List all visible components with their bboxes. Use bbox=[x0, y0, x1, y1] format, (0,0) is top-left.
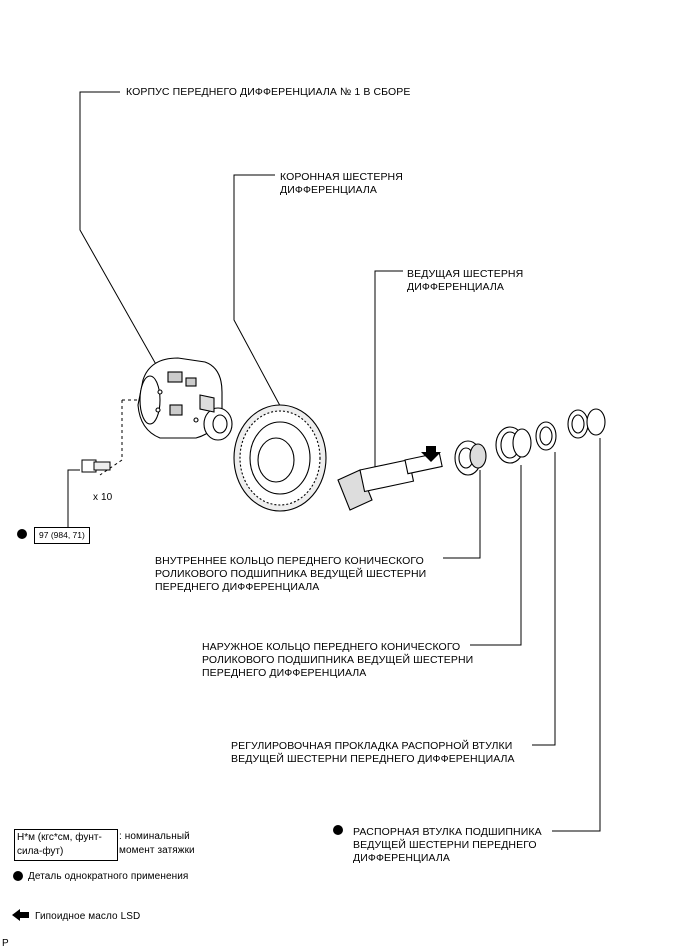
label-drive-pinion: ВЕДУЩАЯ ШЕСТЕРНЯ ДИФФЕРЕНЦИАЛА bbox=[407, 268, 524, 293]
ring-gear-drawing bbox=[233, 404, 327, 512]
label-inner-race: ВНУТРЕННЕЕ КОЛЬЦО ПЕРЕДНЕГО КОНИЧЕСКОГО … bbox=[155, 555, 427, 593]
legend-lsd-oil-label: Гипоидное масло LSD bbox=[35, 911, 141, 922]
spacer-drawing bbox=[567, 408, 606, 439]
label-front-differential-case: КОРПУС ПЕРЕДНЕГО ДИФФЕРЕНЦИАЛА № 1 В СБО… bbox=[126, 86, 411, 98]
label-shim: РЕГУЛИРОВОЧНАЯ ПРОКЛАДКА РАСПОРНОЙ ВТУЛК… bbox=[231, 740, 515, 765]
label-ring-gear: КОРОННАЯ ШЕСТЕРНЯ ДИФФЕРЕНЦИАЛА bbox=[280, 171, 403, 196]
legend-torque-units: Н*м (кгс*см, фунт- сила-фут) bbox=[14, 829, 118, 861]
oil-apply-arrow-icon bbox=[421, 446, 441, 462]
leader-bolt bbox=[67, 469, 80, 527]
non-reusable-dot-icon bbox=[333, 825, 343, 835]
leader-ring-gear bbox=[233, 174, 286, 416]
non-reusable-bolt-dot-icon bbox=[17, 529, 27, 539]
shim-drawing bbox=[535, 421, 557, 451]
corner-mark: P bbox=[2, 938, 9, 949]
leader-outer-race bbox=[470, 465, 522, 646]
torque-value-box: 97 (984, 71) bbox=[34, 527, 90, 544]
leader-inner-race bbox=[443, 470, 481, 559]
bolt-quantity: x 10 bbox=[93, 492, 113, 503]
legend-non-reusable-label: Деталь однократного применения bbox=[28, 871, 189, 882]
leader-drive-pinion bbox=[374, 270, 403, 470]
label-outer-race: НАРУЖНОЕ КОЛЬЦО ПЕРЕДНЕГО КОНИЧЕСКОГО РО… bbox=[202, 641, 474, 679]
legend-non-reusable-icon bbox=[13, 871, 23, 881]
label-spacer: РАСПОРНАЯ ВТУЛКА ПОДШИПНИКА ВЕДУЩЕЙ ШЕСТ… bbox=[353, 826, 542, 864]
lsd-oil-arrow-icon bbox=[12, 909, 29, 921]
legend-torque-description: : номинальный момент затяжки bbox=[119, 831, 195, 856]
inner-race-drawing bbox=[454, 440, 487, 476]
drive-pinion-drawing bbox=[337, 452, 443, 511]
differential-case-drawing bbox=[137, 357, 233, 441]
outer-race-drawing bbox=[495, 426, 532, 464]
leader-case bbox=[79, 91, 163, 376]
leader-spacer bbox=[552, 438, 601, 832]
bolt-icon bbox=[81, 459, 111, 473]
leader-shim bbox=[532, 452, 556, 746]
